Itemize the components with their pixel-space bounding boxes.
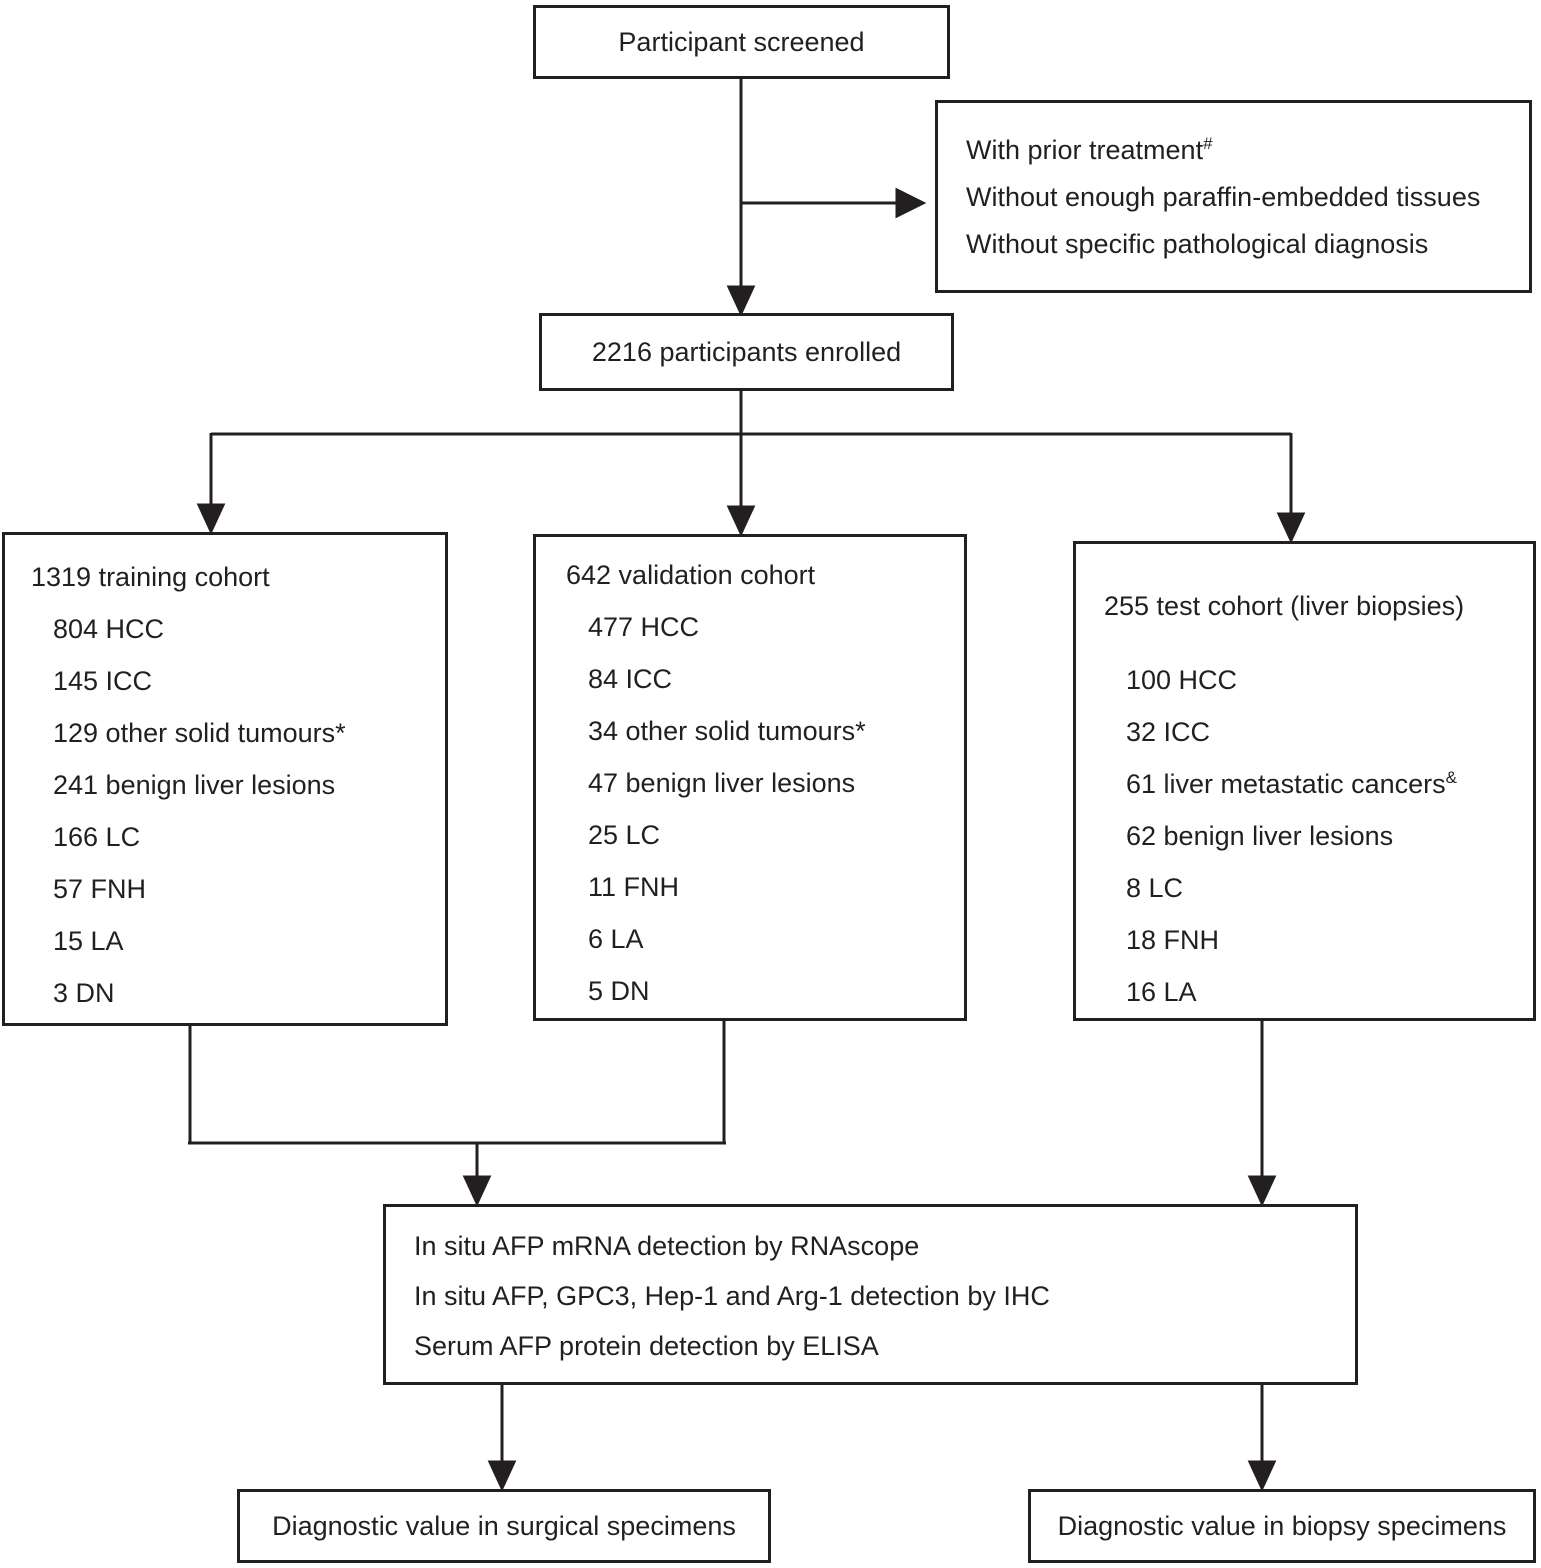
- cohort-item: 129 other solid tumours*: [53, 717, 346, 748]
- hash-superscript: #: [1203, 134, 1213, 154]
- cohort-item: 11 FNH: [588, 871, 680, 902]
- arrow-into-enrolled: [726, 285, 756, 317]
- exclusion-item: Without specific pathological diagnosis: [966, 229, 1429, 260]
- cohort-item: 47 benign liver lesions: [588, 767, 856, 798]
- cohort-item: 32 ICC: [1126, 716, 1211, 747]
- validation-cohort-title: 642 validation cohort: [566, 559, 816, 590]
- cohort-item: 804 HCC: [53, 613, 165, 644]
- cohort-item: 3 DN: [53, 977, 115, 1008]
- arrow-into-test: [1276, 512, 1306, 544]
- cohort-item: 145 ICC: [53, 665, 153, 696]
- arrow-into-methods-right: [1247, 1175, 1277, 1207]
- cohort-item: 5 DN: [588, 975, 650, 1006]
- box-participants-enrolled: 2216 participants enrolled: [539, 313, 954, 391]
- box-exclusion-criteria: With prior treatment# Without enough par…: [935, 100, 1532, 293]
- cohort-item: 16 LA: [1126, 976, 1197, 1007]
- cohort-item: 8 LC: [1126, 872, 1184, 903]
- box-outcome-biopsy: Diagnostic value in biopsy specimens: [1028, 1489, 1536, 1563]
- box-training-cohort: 1319 training cohort 804 HCC 145 ICC 129…: [2, 532, 448, 1026]
- cohort-item: 6 LA: [588, 923, 644, 954]
- cohort-item: 25 LC: [588, 819, 661, 850]
- cohort-item: 477 HCC: [588, 611, 700, 642]
- box-outcome-surgical: Diagnostic value in surgical specimens: [237, 1489, 771, 1563]
- box-test-cohort: 255 test cohort (liver biopsies) 100 HCC…: [1073, 541, 1536, 1021]
- method-item: In situ AFP, GPC3, Hep-1 and Arg-1 detec…: [414, 1280, 1050, 1311]
- exclusion-item: With prior treatment#: [966, 134, 1213, 166]
- cohort-item: 34 other solid tumours*: [588, 715, 866, 746]
- cohort-item: 166 LC: [53, 821, 141, 852]
- test-cohort-title: 255 test cohort (liver biopsies): [1104, 590, 1465, 621]
- participants-enrolled-label: 2216 participants enrolled: [591, 336, 902, 367]
- cohort-item: 84 ICC: [588, 663, 673, 694]
- arrow-into-surgical: [487, 1460, 517, 1492]
- arrow-into-methods-left: [462, 1175, 492, 1207]
- method-item: Serum AFP protein detection by ELISA: [414, 1330, 879, 1361]
- cohort-item: 100 HCC: [1126, 664, 1238, 695]
- outcome-surgical-label: Diagnostic value in surgical specimens: [272, 1510, 736, 1541]
- arrow-into-exclusions: [895, 187, 927, 219]
- outcome-biopsy-label: Diagnostic value in biopsy specimens: [1057, 1510, 1507, 1541]
- training-cohort-title: 1319 training cohort: [31, 561, 270, 592]
- box-validation-cohort: 642 validation cohort 477 HCC 84 ICC 34 …: [533, 534, 967, 1021]
- cohort-item: 18 FNH: [1126, 924, 1220, 955]
- cohort-item: 61 liver metastatic cancers&: [1126, 767, 1457, 799]
- participant-screened-label: Participant screened: [618, 26, 865, 57]
- cohort-item: 15 LA: [53, 925, 124, 956]
- cohort-item: 62 benign liver lesions: [1126, 820, 1394, 851]
- box-detection-methods: In situ AFP mRNA detection by RNAscope I…: [383, 1204, 1358, 1385]
- cohort-item: 241 benign liver lesions: [53, 769, 336, 800]
- box-participant-screened: Participant screened: [533, 5, 950, 79]
- exclusion-item: Without enough paraffin-embedded tissues: [966, 182, 1481, 213]
- arrow-into-biopsy: [1247, 1460, 1277, 1492]
- arrow-into-training: [196, 503, 226, 535]
- arrow-into-validation: [726, 505, 756, 537]
- ampersand-superscript: &: [1445, 767, 1457, 787]
- cohort-item: 57 FNH: [53, 873, 147, 904]
- method-item: In situ AFP mRNA detection by RNAscope: [414, 1230, 920, 1261]
